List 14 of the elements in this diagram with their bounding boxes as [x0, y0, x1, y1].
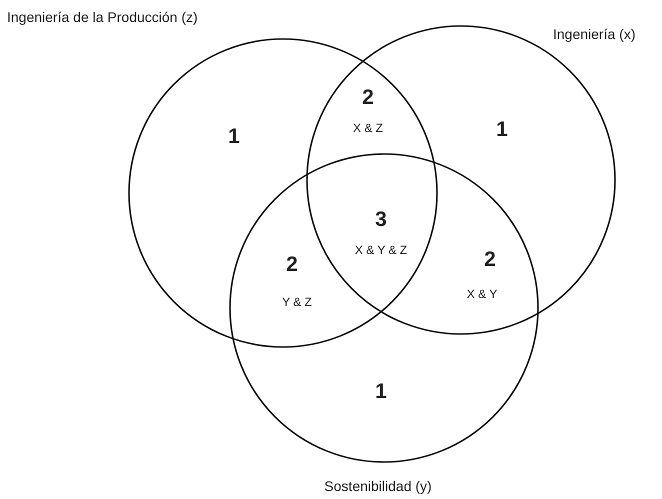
region-label: Y & Z — [282, 295, 312, 309]
set-title: Ingeniería de la Producción (z) — [7, 9, 198, 25]
region-label: X & Y — [466, 287, 498, 301]
region-count: 2 — [484, 248, 496, 272]
region-count: 2 — [286, 253, 298, 277]
set-title: Ingeniería (x) — [553, 26, 636, 42]
region-label: X & Z — [353, 121, 383, 135]
region-count: 2 — [362, 86, 374, 110]
set-title: Sostenibilidad (y) — [324, 478, 432, 494]
region-count: 3 — [375, 208, 387, 232]
region-count: 1 — [228, 125, 240, 149]
region-label: X & Y & Z — [354, 243, 408, 257]
region-count: 1 — [496, 118, 508, 142]
region-count: 1 — [375, 380, 387, 404]
